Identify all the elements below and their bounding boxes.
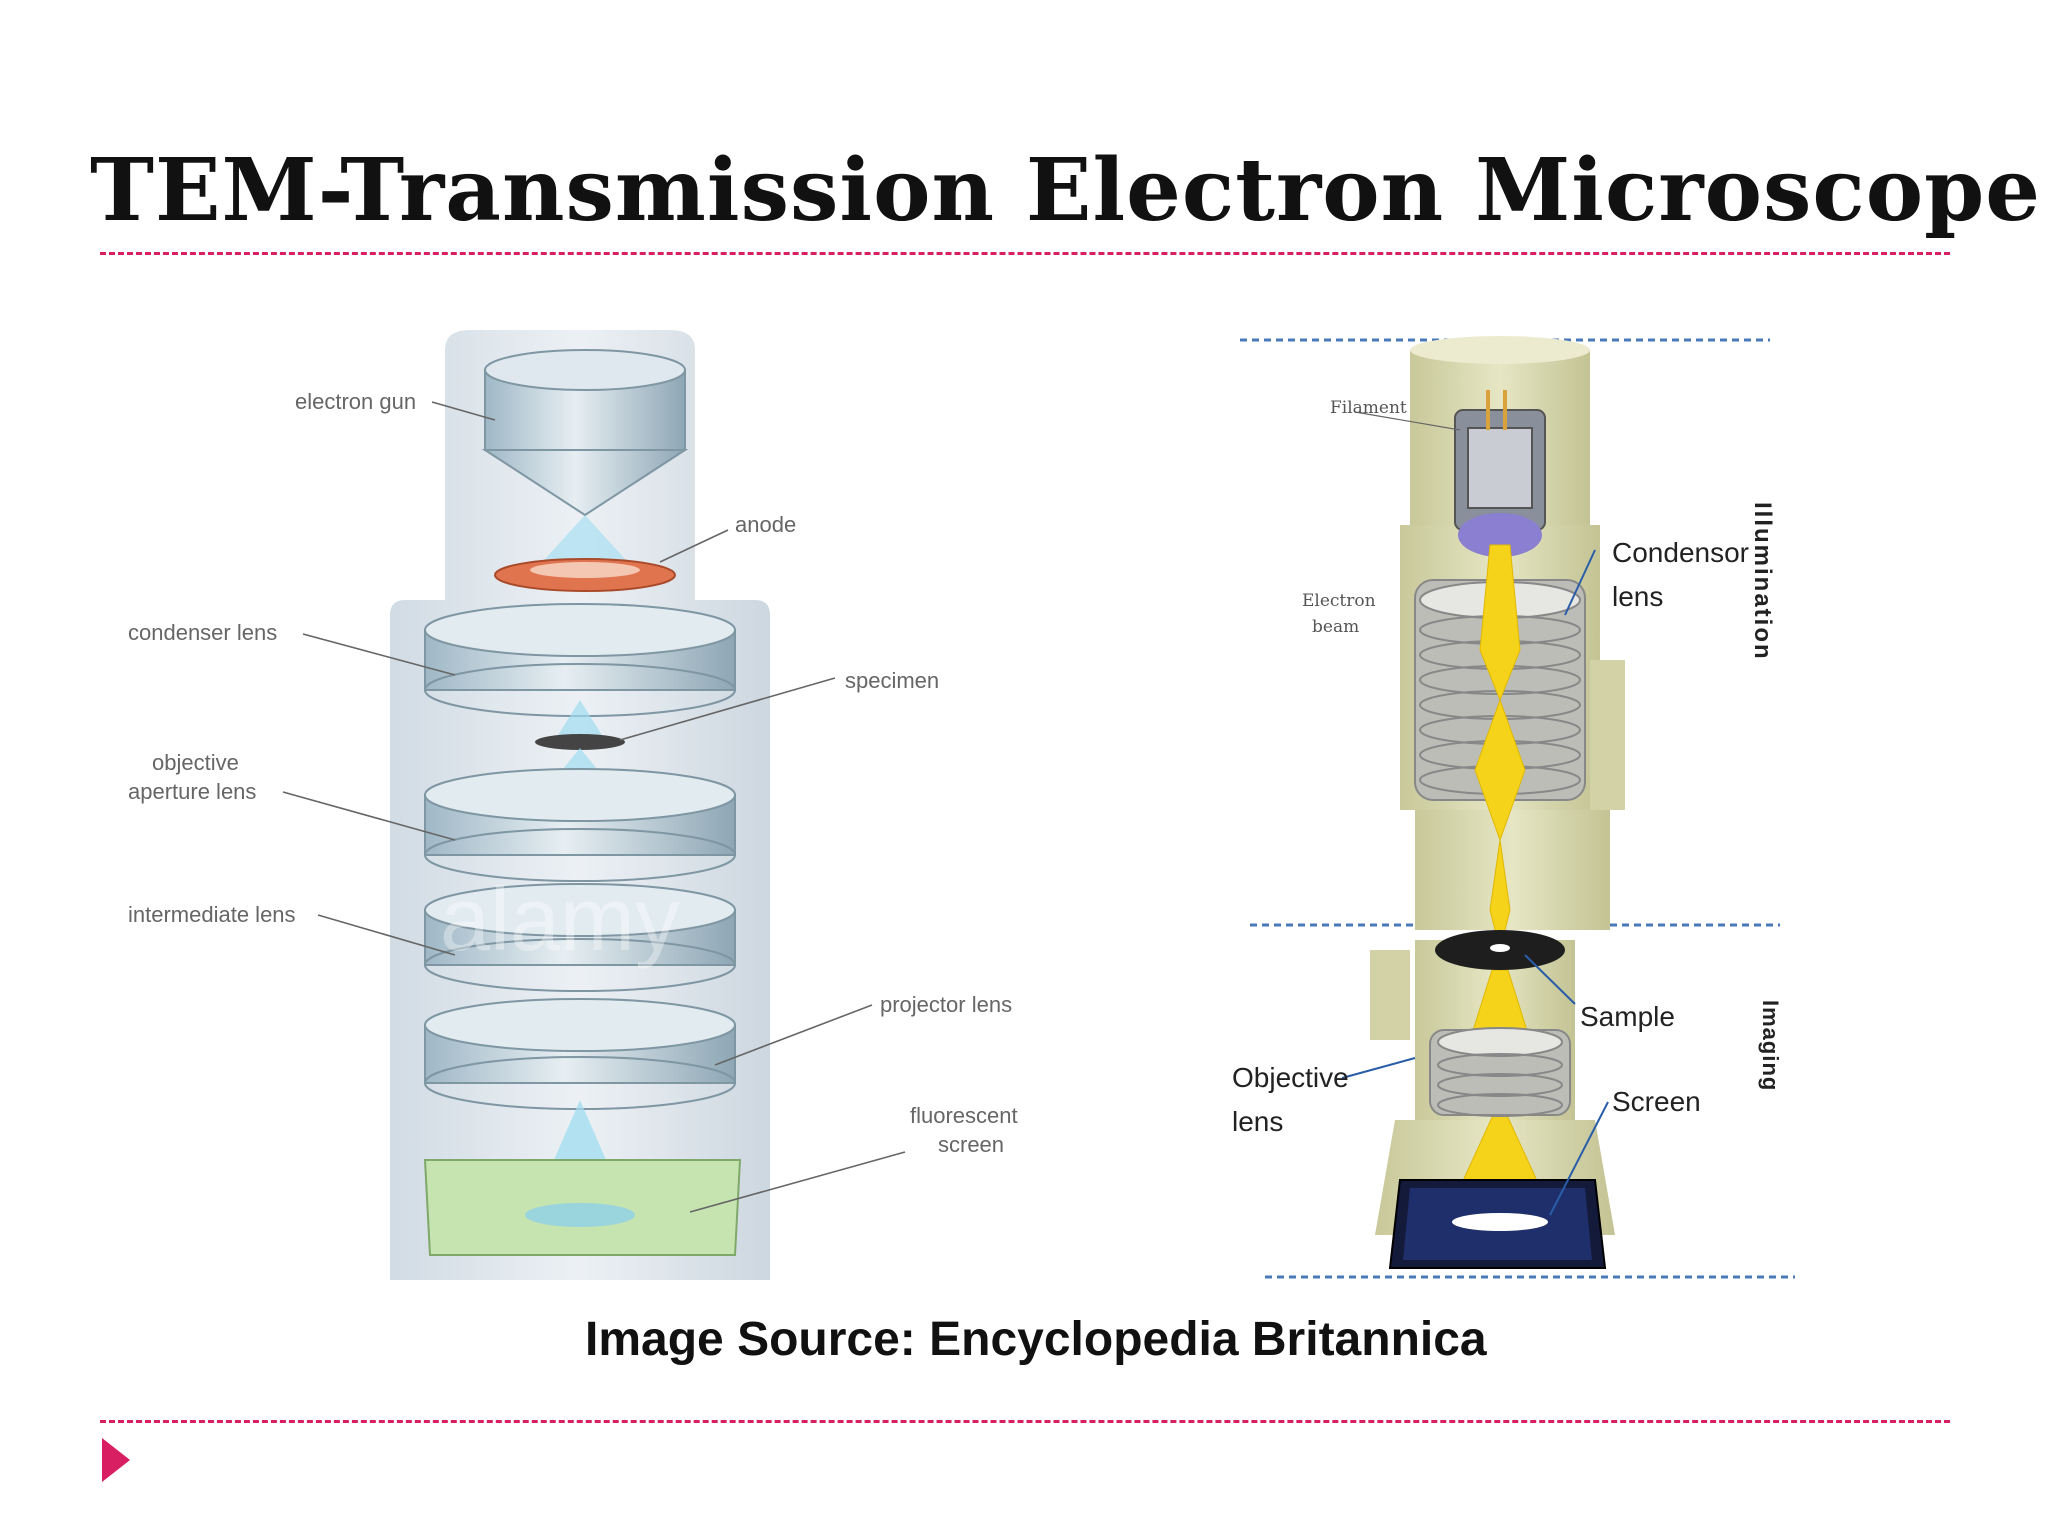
label-sample: Sample xyxy=(1580,1001,1675,1032)
electron-gun xyxy=(481,349,689,517)
label-objective-line1: objective xyxy=(152,750,239,775)
label-fluorescent-line1: fluorescent xyxy=(910,1103,1018,1128)
label-condenser-lens: condenser lens xyxy=(128,620,277,645)
specimen xyxy=(535,734,625,750)
slide-title: TEM-Transmission Electron Microscope xyxy=(90,140,2041,241)
objective-aperture-lens xyxy=(424,768,736,882)
projector-lens xyxy=(424,998,736,1110)
label-imaging: Imaging xyxy=(1758,1000,1783,1091)
label-intermediate-lens: intermediate lens xyxy=(128,902,296,927)
label-specimen: specimen xyxy=(845,668,939,693)
top-divider xyxy=(100,252,1950,255)
image-source-caption: Image Source: Encyclopedia Britannica xyxy=(585,1313,1487,1366)
label-fluorescent-line2: screen xyxy=(938,1132,1004,1157)
label-objective-line1: Objective xyxy=(1232,1062,1349,1093)
right-leader-lines xyxy=(1341,549,1609,1216)
objective-coil xyxy=(1429,1027,1571,1117)
label-projector-lens: projector lens xyxy=(880,992,1012,1017)
label-electron-beam-line2: beam xyxy=(1312,617,1359,637)
label-illumination: Illumination xyxy=(1749,502,1776,661)
bottom-divider xyxy=(100,1420,1950,1423)
label-condensor-line1: Condensor xyxy=(1612,537,1749,568)
label-electron-gun: electron gun xyxy=(295,389,416,414)
left-tem-diagram: alamy electron gun anode condenser lens … xyxy=(128,330,1018,1280)
label-objective-line2: aperture lens xyxy=(128,779,256,804)
fluorescent-screen xyxy=(423,1159,742,1256)
intermediate-lens xyxy=(424,883,736,992)
condenser-lens xyxy=(424,603,736,717)
label-screen: Screen xyxy=(1612,1086,1701,1117)
label-filament: Filament xyxy=(1330,398,1407,418)
label-condensor-line2: lens xyxy=(1612,581,1663,612)
left-leader-lines xyxy=(282,401,906,1213)
slide-bullet-icon xyxy=(102,1438,130,1482)
watermark: alamy xyxy=(440,870,680,970)
label-electron-beam-line1: Electron xyxy=(1302,591,1376,611)
right-tem-diagram: Filament Electron beam Condensor lens Sa… xyxy=(1232,336,1795,1279)
label-objective-line2: lens xyxy=(1232,1106,1283,1137)
screen xyxy=(1388,1179,1607,1269)
filament-housing xyxy=(1454,390,1546,557)
label-anode: anode xyxy=(735,512,796,537)
anode xyxy=(494,558,676,592)
